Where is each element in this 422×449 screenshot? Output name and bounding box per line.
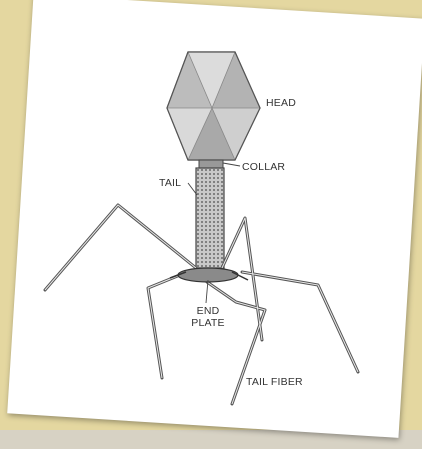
head-capsid [167, 52, 260, 160]
end-plate [178, 268, 238, 282]
label-end-plate: END PLATE [188, 305, 228, 329]
label-tail-fiber: TAIL FIBER [246, 376, 303, 388]
label-tail: TAIL [159, 177, 181, 189]
label-end-plate-line2: PLATE [188, 317, 228, 329]
collar [199, 160, 223, 168]
label-end-plate-line1: END [188, 305, 228, 317]
tail-sheath [196, 168, 224, 268]
label-collar: COLLAR [242, 161, 285, 173]
label-head: HEAD [266, 97, 296, 109]
